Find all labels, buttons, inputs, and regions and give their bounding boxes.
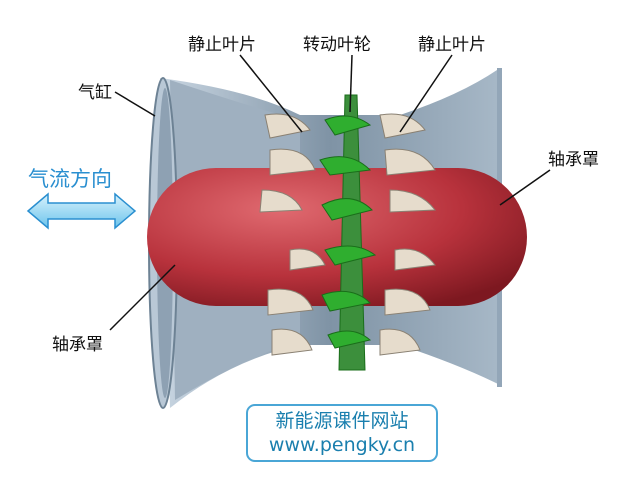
site-badge: 新能源课件网站 www.pengky.cn	[246, 404, 438, 462]
label-cylinder: 气缸	[78, 83, 112, 103]
bearing-cover	[147, 168, 527, 306]
site-name: 新能源课件网站	[275, 410, 409, 432]
rotor-blades	[319, 94, 377, 371]
label-rotor: 转动叶轮	[303, 35, 371, 55]
airflow-arrow-icon	[26, 192, 137, 230]
label-bearing-cover-right: 轴承罩	[548, 150, 599, 170]
label-stator-blades-right: 静止叶片	[418, 35, 486, 55]
label-bearing-cover-left: 轴承罩	[52, 335, 103, 355]
label-airflow-direction: 气流方向	[28, 167, 112, 191]
stator-blades	[259, 113, 436, 356]
leader-lines	[109, 54, 551, 331]
site-url: www.pengky.cn	[268, 434, 416, 456]
label-stator-blades-left: 静止叶片	[188, 35, 256, 55]
